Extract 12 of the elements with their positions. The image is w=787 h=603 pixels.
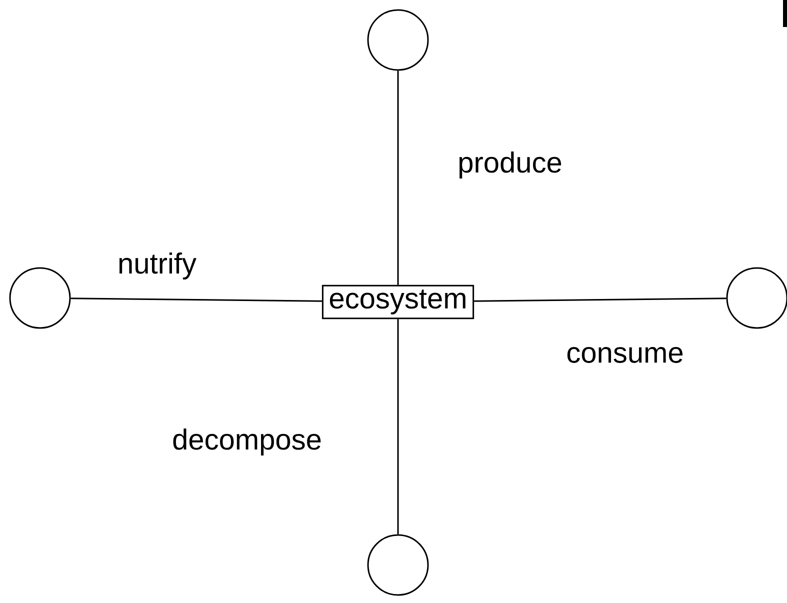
circle-node (9, 267, 71, 329)
circle-node (367, 534, 429, 596)
connector-line (397, 319, 399, 534)
connector-line (474, 298, 726, 302)
edge-label: nutrify (116, 251, 198, 280)
edge-label: produce (456, 150, 564, 180)
edge-label: decompose (171, 427, 323, 457)
connector-line (397, 70, 399, 285)
edge-label: consume (565, 346, 685, 364)
connector-line (70, 298, 322, 302)
process-box: ecosystem (322, 284, 474, 320)
circle-node (367, 9, 429, 71)
